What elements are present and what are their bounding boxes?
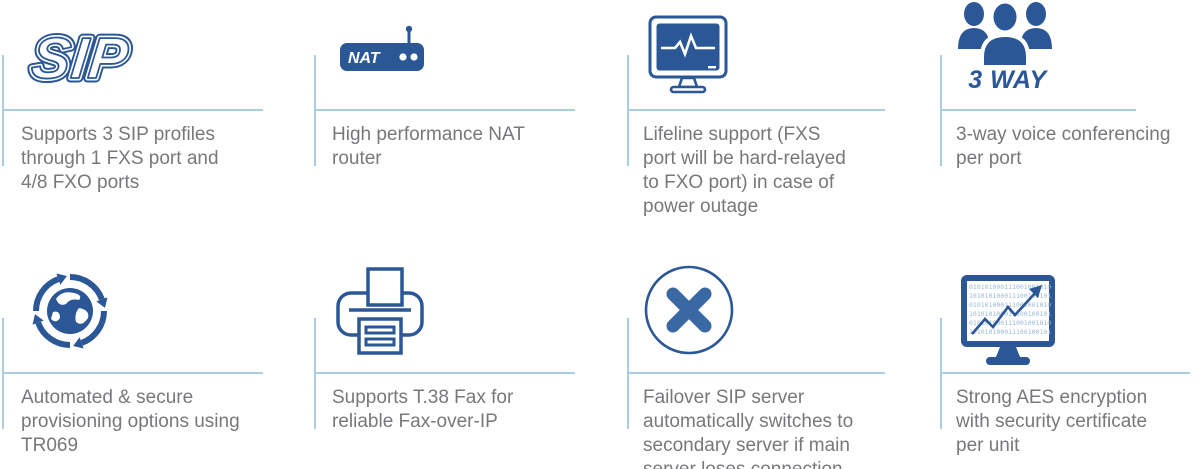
feature-cell-failover: Failover SIP server automatically switch…	[627, 263, 927, 469]
cell-divider-horizontal	[940, 372, 1190, 374]
feature-description: 3-way voice conferencing per port	[956, 124, 1171, 169]
feature-description: Supports T.38 Fax for reliable Fax-over-…	[332, 387, 514, 432]
cell-divider-horizontal	[940, 109, 1136, 111]
feature-description: High performance NAT router	[332, 124, 525, 169]
sip-logo-icon: SIP SIP SIP	[22, 14, 136, 99]
cell-divider-horizontal	[314, 372, 575, 374]
svg-text:SIP: SIP	[29, 26, 132, 91]
feature-cell-aes: 010101000111001001010 101010100011100100…	[940, 263, 1200, 469]
fax-printer-icon	[332, 263, 428, 364]
feature-description: Failover SIP server automatically switch…	[643, 387, 854, 469]
feature-cell-sip: SIP SIP SIP Supports 3 SIP profiles thro…	[2, 0, 302, 235]
globe-sync-icon	[22, 263, 118, 364]
cell-divider-horizontal	[627, 372, 885, 374]
feature-description: Automated & secure provisioning options …	[21, 387, 240, 456]
conference-group-icon	[955, 0, 1055, 72]
svg-text:NAT: NAT	[348, 50, 381, 67]
heartbeat-monitor-icon	[648, 15, 730, 100]
encrypted-monitor-icon: 010101000111001001010 101010100011100100…	[958, 274, 1058, 371]
feature-cell-nat: NAT High performance NAT router	[314, 0, 614, 235]
cell-divider-horizontal	[2, 109, 263, 111]
cell-divider-horizontal	[2, 372, 263, 374]
svg-text:010101000111001001010: 010101000111001001010	[969, 283, 1051, 291]
svg-text:SIP: SIP	[29, 26, 132, 91]
feature-cell-provisioning: Automated & secure provisioning options …	[2, 263, 302, 469]
svg-text:101010100011100100101: 101010100011100100101	[969, 292, 1051, 300]
feature-description: Strong AES encryption with security cert…	[956, 387, 1148, 456]
svg-text:101010100011100100101: 101010100011100100101	[969, 310, 1051, 318]
three-way-caption: 3 WAY	[968, 66, 1047, 94]
cell-divider-horizontal	[314, 109, 575, 111]
svg-text:010101000111001001010: 010101000111001001010	[969, 319, 1051, 327]
svg-text:101010100011100100101: 101010100011100100101	[969, 328, 1051, 336]
x-circle-icon	[642, 263, 736, 362]
feature-cell-lifeline: Lifeline support (FXS port will be hard-…	[627, 0, 927, 235]
svg-text:SIP: SIP	[29, 26, 132, 91]
feature-description: Supports 3 SIP profiles through 1 FXS po…	[21, 124, 219, 193]
cell-divider-horizontal	[627, 109, 885, 111]
feature-description: Lifeline support (FXS port will be hard-…	[643, 124, 846, 217]
feature-cell-fax: Supports T.38 Fax for reliable Fax-over-…	[314, 263, 614, 469]
svg-text:010101000111001001010: 010101000111001001010	[969, 301, 1051, 309]
feature-cell-threeway: 3 WAY 3-way voice conferencing per port	[940, 0, 1200, 235]
nat-router-icon: NAT	[338, 24, 430, 79]
